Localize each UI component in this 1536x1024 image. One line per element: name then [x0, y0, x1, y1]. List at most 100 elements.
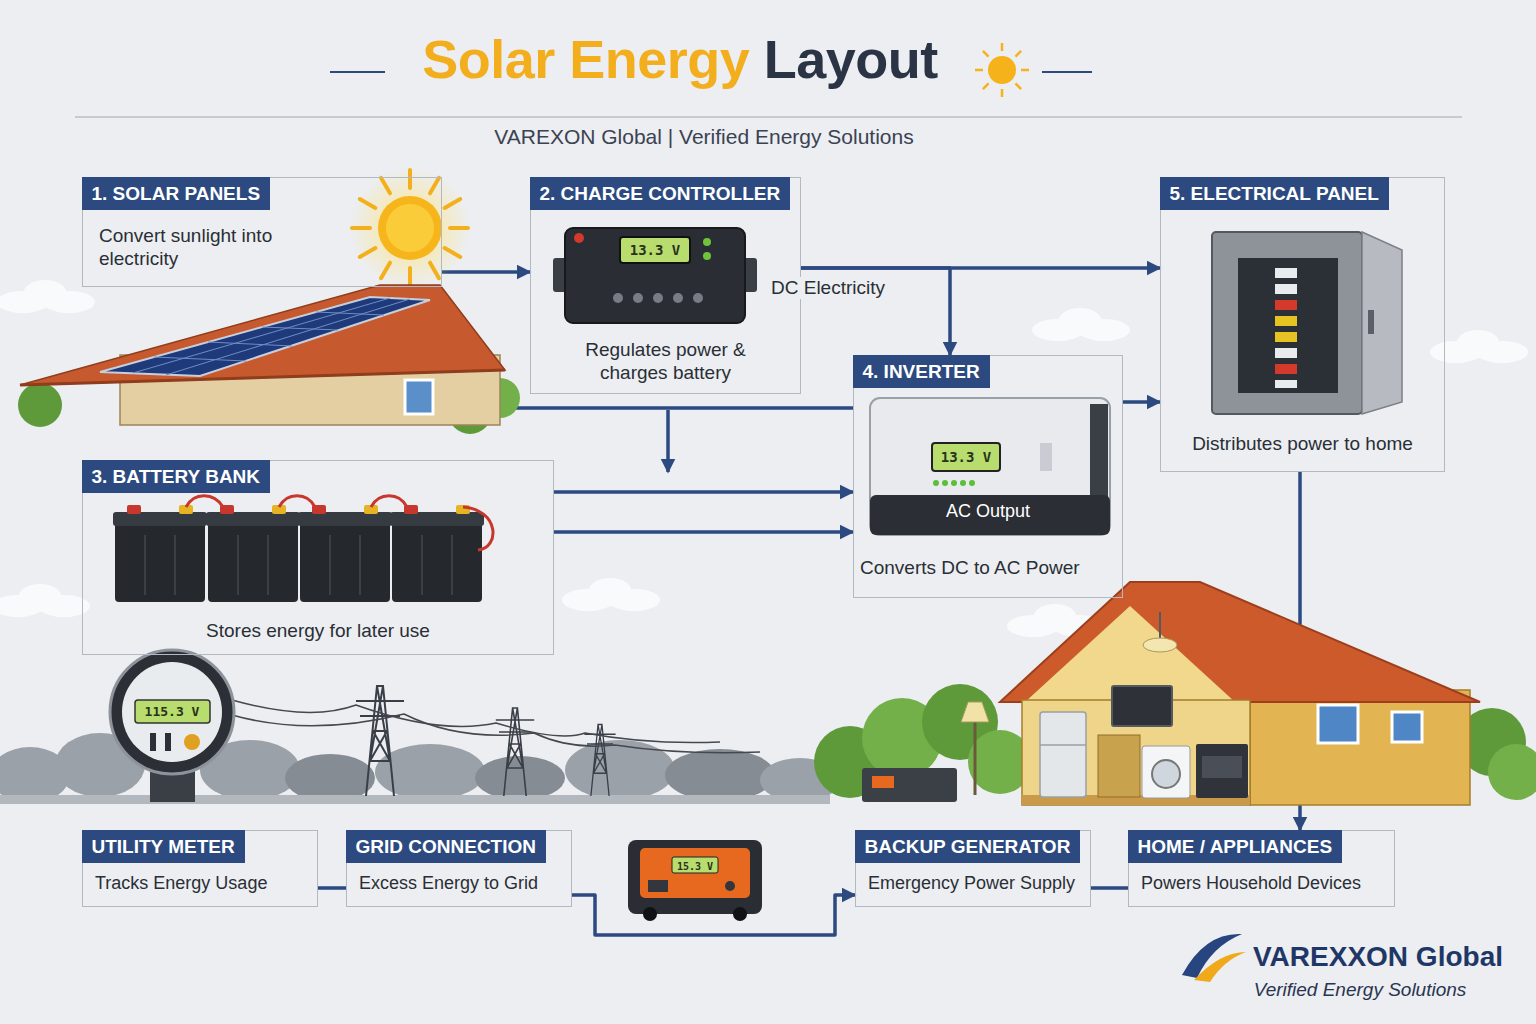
power-pylons — [232, 686, 760, 796]
component-box: 4. INVERTERAC OutputConverts DC to AC Po… — [853, 355, 1123, 598]
component-heading: UTILITY METER — [82, 830, 245, 863]
generator-device — [648, 880, 668, 892]
component-description: Regulates power & charges battery — [556, 338, 776, 386]
power-pylons — [496, 708, 534, 796]
battery-bank-cells — [279, 496, 315, 507]
landscape — [285, 754, 375, 802]
title-sun — [975, 69, 983, 72]
title-sun — [1001, 43, 1004, 51]
electrical-panel-cabinet — [1275, 380, 1297, 388]
title-sun — [975, 43, 1029, 97]
home-illustration — [1250, 690, 1470, 805]
sun — [445, 248, 461, 257]
label-wrap: 15.3 V — [677, 856, 713, 874]
sun — [352, 226, 370, 230]
title-wrap: Solar Energy Layout — [0, 28, 1360, 90]
label-wrap: Verified Energy Solutions — [1254, 979, 1467, 1001]
landscape — [0, 795, 830, 804]
power-pylons — [232, 714, 760, 753]
solar-house — [133, 298, 390, 373]
label-wrap: 115.3 V — [145, 702, 200, 720]
battery-bank-cells — [390, 505, 484, 602]
charge-controller-device — [574, 233, 584, 243]
component-heading: 4. INVERTER — [853, 355, 990, 388]
component-box: UTILITY METER Tracks Energy Usage — [82, 830, 318, 907]
solar-house — [154, 357, 246, 361]
electrical-panel-cabinet — [1362, 232, 1402, 414]
inverter-device — [969, 480, 975, 486]
logo-tagline: Verified Energy Solutions — [1254, 979, 1467, 1001]
generator-device — [640, 848, 750, 898]
home-illustration — [862, 768, 957, 802]
electrical-panel-cabinet — [1238, 258, 1338, 393]
sun — [360, 199, 376, 208]
component-heading: HOME / APPLIANCES — [1128, 830, 1343, 863]
logo-wordmark: VAREXXON Global — [1253, 941, 1503, 973]
component-box: 5. ELECTRICAL PANELDistributes power to … — [1160, 177, 1445, 472]
component-heading: 2. CHARGE CONTROLLER — [530, 177, 791, 210]
display-reading: 13.3 V — [941, 449, 992, 465]
title-sun — [975, 43, 1029, 97]
sun — [381, 263, 390, 279]
component-description: Tracks Energy Usage — [95, 872, 267, 895]
power-pylons — [232, 700, 720, 743]
battery-bank-cells — [186, 496, 493, 550]
cloud — [0, 280, 95, 313]
inverter-device — [951, 480, 957, 486]
electrical-panel-cabinet — [1212, 232, 1362, 414]
flow-arrow — [442, 270, 530, 274]
sun — [378, 196, 442, 260]
display-reading: 13.3 V — [630, 242, 681, 258]
utility-meter-device — [110, 650, 234, 774]
inverter-device — [960, 480, 966, 486]
landscape — [665, 749, 775, 801]
inverter-device — [933, 480, 939, 486]
charge-controller-device — [620, 237, 690, 263]
flow-arrow — [554, 490, 853, 494]
label-wrap: 13.3 V — [630, 241, 681, 259]
branch-arrow — [668, 410, 669, 472]
charge-controller-device — [673, 293, 683, 303]
home-illustration — [1152, 760, 1180, 788]
utility-meter-device — [165, 733, 171, 751]
flow-arrow — [1091, 886, 1128, 890]
electrical-panel-cabinet — [1275, 316, 1297, 326]
home-illustration — [1196, 744, 1248, 798]
charge-controller-device — [703, 238, 711, 246]
component-description: Convert sunlight into electricity — [99, 224, 299, 272]
inverter-device — [942, 480, 948, 486]
inverter-device — [870, 398, 1110, 535]
component-box: 3. BATTERY BANKStores energy for later u… — [82, 460, 554, 655]
electrical-panel-cabinet — [1275, 300, 1297, 310]
header-rule — [75, 116, 1462, 118]
electrical-panel-cabinet — [1275, 268, 1297, 278]
branch-arrow — [666, 410, 670, 472]
component-heading: 5. ELECTRICAL PANEL — [1160, 177, 1389, 210]
title-sun — [1015, 51, 1021, 57]
inverter-device — [870, 398, 1110, 535]
home-illustration — [1040, 712, 1086, 797]
charge-controller-device — [565, 228, 745, 323]
component-heading: 3. BATTERY BANK — [82, 460, 271, 493]
label-wrap: 13.3 V — [941, 448, 992, 466]
label-wrap: VAREXON Global | Verified Energy Solutio… — [494, 125, 913, 149]
sun — [352, 170, 468, 286]
sun — [350, 168, 470, 288]
charge-controller-device — [653, 293, 663, 303]
utility-meter-device — [135, 700, 210, 723]
sun — [350, 168, 470, 288]
solar-house — [18, 383, 62, 427]
flow-arrow — [318, 886, 346, 890]
power-pylons — [232, 700, 760, 753]
sun — [408, 268, 412, 286]
component-box: 1. SOLAR PANELSConvert sunlight into ele… — [82, 177, 442, 287]
generator-device — [628, 840, 762, 914]
utility-meter-device — [184, 734, 200, 750]
home-illustration — [872, 776, 894, 788]
device-label: AC Output — [946, 500, 1030, 523]
home-illustration — [1142, 746, 1190, 798]
inverter-device — [1040, 443, 1052, 471]
cloud — [0, 584, 90, 617]
